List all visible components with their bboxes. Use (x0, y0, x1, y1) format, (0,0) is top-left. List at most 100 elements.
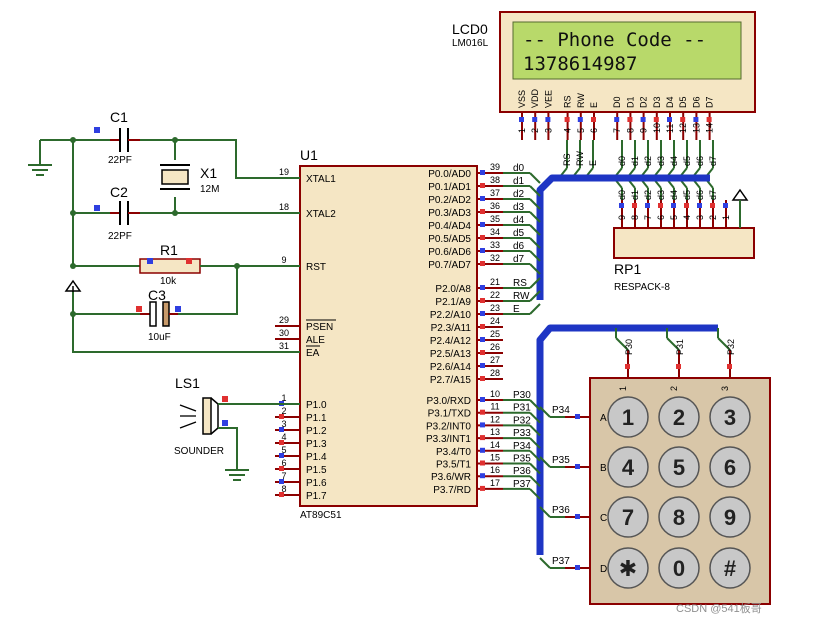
mcu-pin-name: P1.1 (306, 413, 327, 424)
lcd-pin-group: VSS1VDD2VEE3RS4RW5E6D07D18D29D310D411D51… (517, 88, 715, 140)
lcd-pin-number: 11 (665, 124, 675, 133)
mcu-pin-number: 39 (490, 162, 500, 172)
rp1-body (613, 227, 755, 259)
lcd-pin-label: VDD (530, 88, 540, 108)
lcd-bus-label: d6 (695, 156, 705, 166)
mcu-pin-number: 33 (490, 240, 500, 250)
lcd-pin-number: 12 (678, 123, 688, 133)
x1-value: 12M (200, 184, 219, 195)
keypad-key[interactable]: 6 (709, 446, 751, 488)
r1-value: 10k (160, 276, 177, 287)
mcu-pin-number: 31 (279, 341, 289, 351)
rp1-pin-number: 1 (721, 215, 731, 220)
net-label: E (513, 304, 520, 315)
mcu-pin-number: 12 (490, 414, 500, 424)
lcd-pin-number: 6 (589, 128, 599, 133)
keypad-key[interactable]: ✱ (607, 547, 649, 589)
keypad-key[interactable]: 1 (607, 396, 649, 438)
keypad-col-number: 2 (669, 386, 679, 391)
lcd-pin-label: D6 (691, 96, 701, 108)
net-label: P33 (513, 428, 531, 439)
mcu-ref: U1 (300, 147, 318, 163)
mcu-pin-number: 14 (490, 440, 500, 450)
keypad-key[interactable]: 9 (709, 496, 751, 538)
ls1-ref: LS1 (175, 375, 200, 391)
lcd-pin-label: E (589, 102, 599, 108)
r1-ref: R1 (160, 242, 178, 258)
keypad-col-net: P32 (726, 339, 736, 355)
mcu-pin-number: 37 (490, 188, 500, 198)
keypad-key[interactable]: 2 (658, 396, 700, 438)
keypad-key[interactable]: 4 (607, 446, 649, 488)
keypad-key[interactable]: 7 (607, 496, 649, 538)
mcu-pin-name: P0.5/AD5 (428, 234, 471, 245)
keypad-col-number: 3 (720, 386, 730, 391)
lcd-bus-label: RS (562, 153, 572, 166)
mcu-pin-name: P1.5 (306, 465, 327, 476)
keypad-key[interactable]: 3 (709, 396, 751, 438)
net-label: d1 (513, 176, 525, 187)
lcd-bus-label: d3 (656, 156, 666, 166)
mcu-pin-number: 10 (490, 389, 500, 399)
keypad-key[interactable]: 5 (658, 446, 700, 488)
mcu-pin-name: ALE (306, 335, 325, 346)
lcd-pin-label: RW (576, 93, 586, 108)
lcd-pin-label: VEE (543, 90, 553, 108)
mcu-pin-name: P3.2/INT0 (426, 421, 471, 432)
mcu-pin-number: 2 (281, 406, 286, 416)
c2-value: 22PF (108, 231, 132, 242)
c1-value: 22PF (108, 155, 132, 166)
mcu-pin-number: 11 (490, 402, 499, 412)
net-label: d7 (513, 254, 525, 265)
keypad-col-number: 1 (618, 386, 628, 391)
mcu-pin-number: 5 (281, 445, 286, 455)
lcd-pin-number: 4 (563, 128, 573, 133)
mcu-pin-name: P3.1/TXD (428, 409, 471, 420)
rp1-pin-number: 8 (630, 215, 640, 220)
keypad-key-label: 1 (622, 405, 634, 430)
keypad-key[interactable]: 0 (658, 547, 700, 589)
keypad-row-net: P34 (552, 405, 570, 416)
mcu-pin-name: P0.7/AD7 (428, 260, 471, 271)
lcd-bus-label: RW (575, 151, 585, 166)
mcu-pin-number: 13 (490, 427, 500, 437)
lcd-pin-label: D4 (665, 96, 675, 108)
keypad-key[interactable]: 8 (658, 496, 700, 538)
sounder[interactable] (179, 397, 300, 481)
keypad-key-label: # (724, 556, 736, 581)
rp1-pin-number: 7 (643, 215, 653, 220)
net-label: P35 (513, 454, 531, 465)
keypad-key-label: ✱ (619, 556, 637, 581)
lcd-display[interactable]: -- Phone Code -- 1378614987 VSS1VDD2VEE3… (499, 11, 756, 140)
keypad-key[interactable]: # (709, 547, 751, 589)
rp1-net-label: d4 (669, 190, 679, 200)
mcu-pin-name: P3.5/T1 (436, 460, 471, 471)
net-label: d2 (513, 189, 525, 200)
mcu-pin-name: P0.2/AD2 (428, 195, 471, 206)
mcu-pin-number: 7 (281, 471, 286, 481)
mcu-pin-name: P3.4/T0 (436, 447, 471, 458)
mcu-pin-number: 6 (281, 458, 286, 468)
mcu-pin-name: P1.2 (306, 426, 327, 437)
mcu-pin-name: P3.3/INT1 (426, 434, 471, 445)
microcontroller[interactable]: 19XTAL118XTAL29RST29PSEN30ALE31EA1P1.02P… (275, 162, 503, 507)
rp1-pin-number: 2 (708, 215, 718, 220)
lcd-pin-number: 3 (543, 128, 553, 133)
mcu-pin-number: 17 (490, 478, 500, 488)
mcu-pin-number: 1 (281, 393, 286, 403)
keypad-key-label: 8 (673, 505, 685, 530)
lcd-model: LM016L (452, 38, 489, 49)
lcd-bus-label: d7 (708, 156, 718, 166)
lcd-pin-label: D3 (652, 96, 662, 108)
mcu-pin-name: P0.3/AD3 (428, 208, 471, 219)
mcu-pin-name: P3.7/RD (433, 485, 471, 496)
lcd-bus-label: d4 (669, 156, 679, 166)
mcu-pin-number: 21 (490, 277, 500, 287)
lcd-pin-label: VSS (517, 90, 527, 108)
rp1-model: RESPACK-8 (614, 282, 670, 293)
